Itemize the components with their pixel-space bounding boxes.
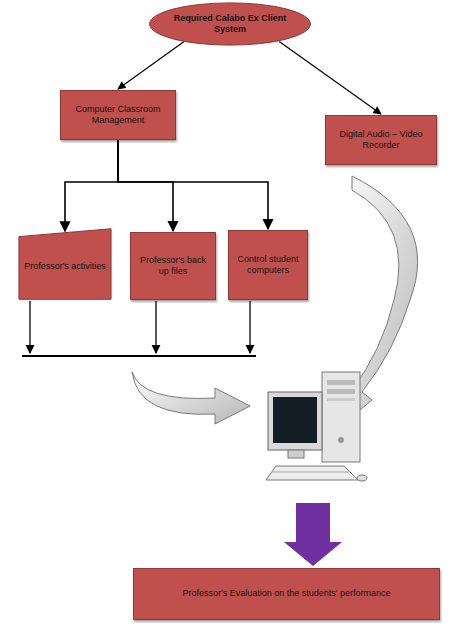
process-box: Control student computers xyxy=(228,230,308,300)
connector xyxy=(118,140,268,229)
result-box: Professor's Evaluation on the students' … xyxy=(133,568,440,620)
node-text: Control student computers xyxy=(229,254,307,277)
connector xyxy=(279,42,381,114)
system-ellipse: Required Calabo Ex Client System xyxy=(148,2,312,46)
connector xyxy=(65,140,118,231)
computer-icon xyxy=(266,372,367,481)
down-arrow xyxy=(284,503,342,566)
node-text: Professor's back up files xyxy=(131,255,215,278)
process-box: Professor's back up files xyxy=(130,232,216,300)
node-text: Computer Classroom Management xyxy=(61,104,175,127)
process-box: Computer Classroom Management xyxy=(60,90,176,140)
connector xyxy=(118,42,184,89)
node-text: Required Calabo Ex Client System xyxy=(148,13,312,36)
node-text: Digital Audio – Video Recorder xyxy=(326,129,436,152)
curved-arrow xyxy=(132,372,250,424)
connector xyxy=(118,140,173,231)
merge-lines xyxy=(22,301,256,356)
node-text: Professor's activities xyxy=(19,255,111,272)
process-box: Digital Audio – Video Recorder xyxy=(325,115,437,165)
process-box: Professor's activities xyxy=(18,228,112,300)
node-text: Professor's Evaluation on the students' … xyxy=(177,588,395,599)
